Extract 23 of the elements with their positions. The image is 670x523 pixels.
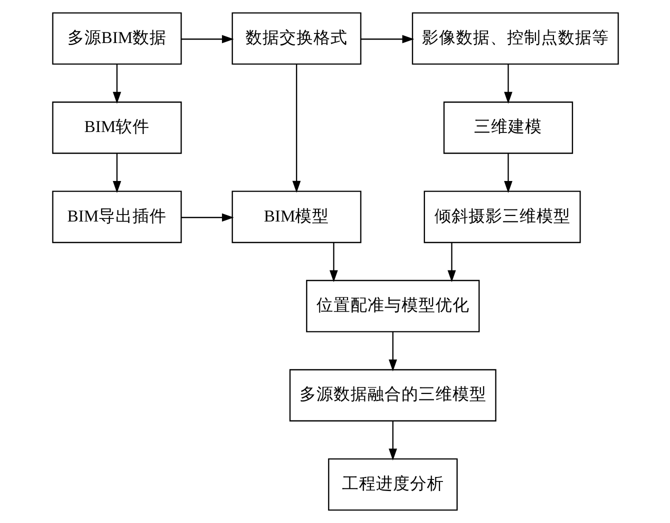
arrow	[329, 242, 338, 282]
arrow	[112, 154, 121, 193]
arrow	[388, 332, 397, 372]
node-box: 三维建模	[442, 102, 573, 154]
arrow	[180, 213, 234, 222]
arrow	[504, 64, 512, 104]
arrow	[112, 64, 121, 104]
node-box: BIM软件	[52, 102, 182, 154]
arrow	[292, 64, 300, 193]
arrow	[388, 421, 397, 461]
node-box: 影像数据、控制点数据等	[411, 12, 618, 65]
node-box: BIM导出插件	[52, 190, 182, 244]
node-box: 工程进度分析	[328, 458, 458, 511]
node-box: 位置配准与模型优化	[306, 280, 480, 332]
arrow	[447, 242, 456, 282]
node-box: 多源BIM数据	[52, 12, 182, 65]
arrow	[180, 34, 234, 44]
node-box: 多源数据融合的三维模型	[288, 369, 496, 422]
node-box: 倾斜摄影三维模型	[423, 190, 580, 244]
node-box: BIM模型	[231, 190, 361, 244]
node-box: 数据交换格式	[231, 12, 361, 65]
arrow	[360, 34, 414, 44]
arrow	[504, 154, 512, 193]
